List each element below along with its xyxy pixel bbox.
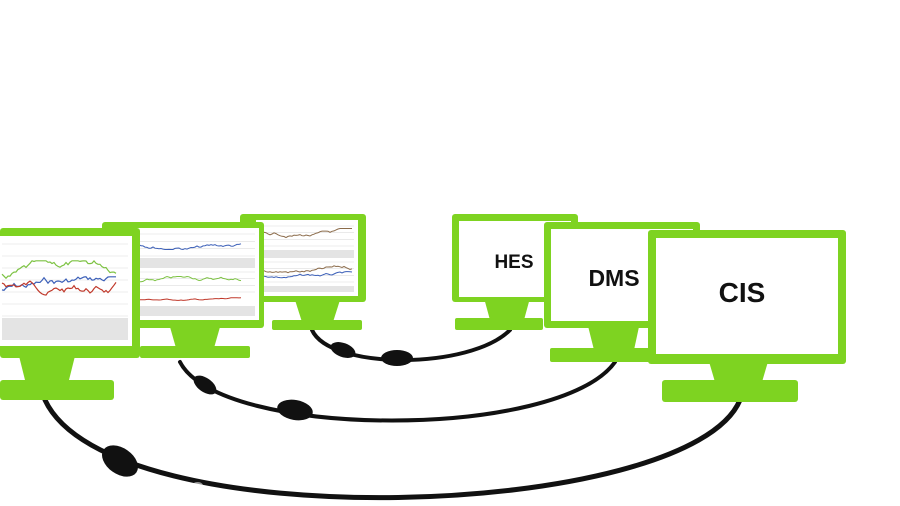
watermark: tamo <box>152 474 205 499</box>
screen-chart <box>1 243 128 340</box>
chart-band <box>260 250 354 258</box>
chart-monitor-middle <box>102 222 264 358</box>
cable-connector <box>193 375 217 395</box>
dms-label: DMS <box>588 265 639 291</box>
chart-line <box>1 259 117 280</box>
cable-connector <box>381 350 413 366</box>
cis-screen <box>656 238 838 354</box>
chart-line <box>259 265 353 274</box>
chart-monitor-back <box>240 214 366 330</box>
cable-connector <box>101 445 139 477</box>
chart-line <box>1 280 117 296</box>
chart-screen <box>135 228 259 320</box>
chart-band <box>2 318 128 340</box>
cable-connector <box>277 399 313 421</box>
cable-connector <box>330 342 356 358</box>
chart-line <box>139 275 242 283</box>
hes-label: HES <box>494 252 533 273</box>
cables <box>42 328 743 501</box>
chart-line <box>138 243 242 251</box>
chart-line <box>138 297 242 301</box>
chart-band <box>260 286 354 292</box>
cable-front-to-cis <box>42 397 743 501</box>
chart-line <box>259 271 353 279</box>
screen-chart <box>259 225 354 292</box>
cable-middle-to-dms <box>178 360 617 423</box>
cis-monitor: CIS <box>648 230 846 402</box>
chart-band <box>139 306 255 316</box>
chart-line <box>259 228 352 239</box>
cis-label: CIS <box>719 277 766 308</box>
chart-monitor-front <box>0 228 140 400</box>
screen-chart <box>138 233 255 316</box>
chart-band <box>139 258 255 268</box>
